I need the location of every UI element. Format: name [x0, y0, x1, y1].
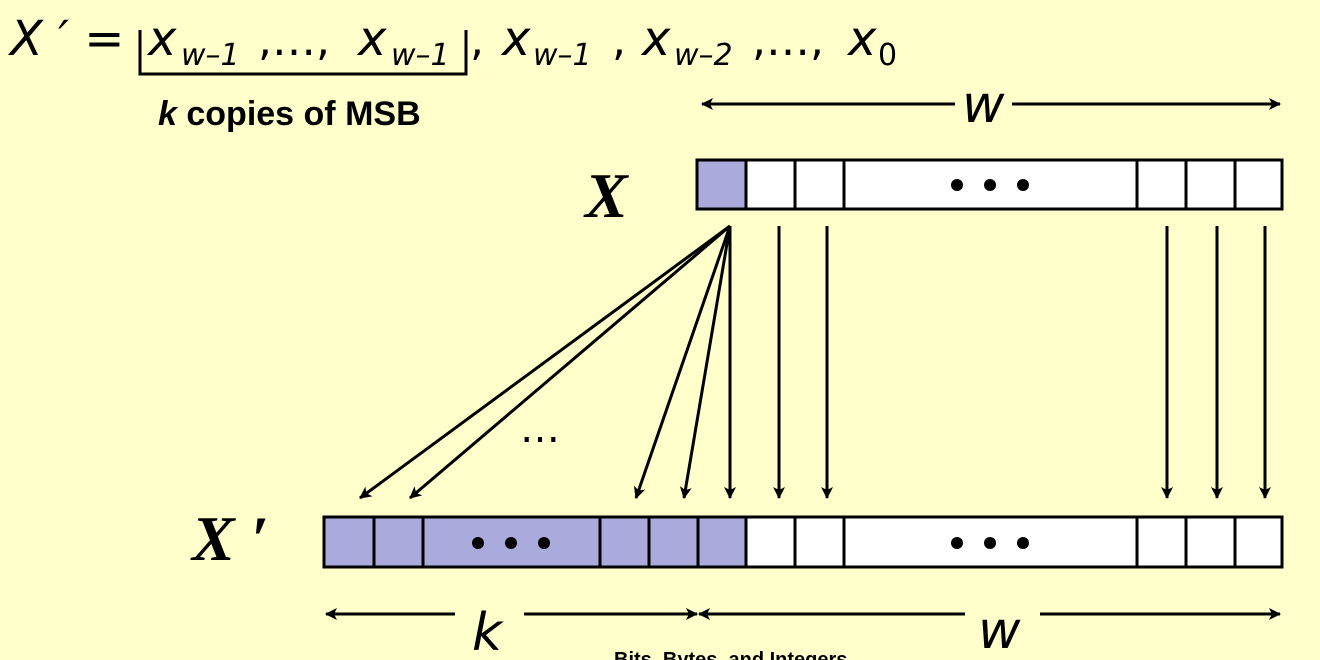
formula-sub-1: w–1	[181, 38, 240, 73]
x-label: X	[583, 160, 629, 231]
dot	[951, 537, 963, 549]
msb-arrow	[679, 225, 732, 499]
underbrace	[138, 30, 468, 76]
formula-sub-2: w–1	[391, 38, 450, 73]
brace-caption: k copies of MSB	[158, 95, 421, 133]
xprime-label: X ′	[190, 503, 269, 574]
dot	[538, 537, 550, 549]
formula-sub-4: w–2	[674, 38, 733, 73]
xprime-extended-cell	[372, 515, 425, 569]
brace-caption-k: k	[158, 95, 179, 133]
formula-comma-2: ,	[612, 15, 626, 66]
copy-arrows	[359, 224, 1271, 500]
x-cell	[1135, 158, 1188, 211]
xprime-ext-dots	[472, 537, 550, 549]
formula-x-1: x	[146, 11, 177, 67]
xprime-cell-lsb	[1233, 515, 1284, 569]
msb-arrow	[359, 224, 731, 500]
x-cell-lsb	[1233, 158, 1284, 211]
bottom-w-dimension: w	[698, 601, 1281, 660]
x-cell	[1184, 158, 1237, 211]
top-w-label: w	[962, 75, 1005, 135]
xprime-cell	[793, 515, 846, 569]
dot	[951, 179, 963, 191]
xprime-extended-cell	[598, 515, 651, 569]
xprime-extended-cell	[322, 515, 376, 569]
xprime-extended-cell	[647, 515, 700, 569]
formula-sep-1: ,…,	[258, 15, 330, 66]
brace-caption-rest: copies of MSB	[177, 95, 421, 133]
x-cell-msb	[695, 158, 748, 211]
msb-arrow	[633, 225, 732, 499]
xprime-cell	[1184, 515, 1237, 569]
x-cell	[793, 158, 846, 211]
formula: X ′ = x w–1 ,…, x w–1 , x w–1 , x w–2 ,……	[7, 11, 897, 76]
x-middle-dots	[951, 179, 1029, 191]
dot	[984, 179, 996, 191]
xprime-middle-dots	[951, 537, 1029, 549]
x-cell	[744, 158, 797, 211]
bottom-k-dimension: k	[325, 603, 698, 660]
bottom-k-label: k	[472, 603, 504, 660]
footer-title: Bits, Bytes, and Integers	[614, 649, 847, 660]
formula-sub-3: w–1	[533, 38, 592, 73]
formula-lhs: X ′ =	[7, 11, 125, 67]
dot	[505, 537, 517, 549]
dot	[1017, 179, 1029, 191]
formula-x-4: x	[640, 11, 671, 67]
register-x	[695, 158, 1284, 211]
register-xprime	[322, 515, 1284, 569]
formula-comma-1: ,	[470, 15, 484, 66]
bottom-w-label: w	[978, 601, 1021, 660]
dot	[1017, 537, 1029, 549]
arrow-ellipsis: …	[520, 406, 560, 452]
top-width-dimension: w	[701, 75, 1281, 135]
formula-x-3: x	[500, 11, 531, 67]
xprime-cell	[1135, 515, 1188, 569]
msb-arrow	[409, 224, 731, 500]
dot	[984, 537, 996, 549]
formula-x-2: x	[356, 11, 387, 67]
xprime-cell	[744, 515, 797, 569]
formula-sub-5: 0	[878, 38, 897, 73]
dot	[472, 537, 484, 549]
xprime-msb-cell	[696, 515, 748, 569]
formula-x-5: x	[846, 11, 877, 67]
formula-sep-2: ,…,	[752, 15, 824, 66]
